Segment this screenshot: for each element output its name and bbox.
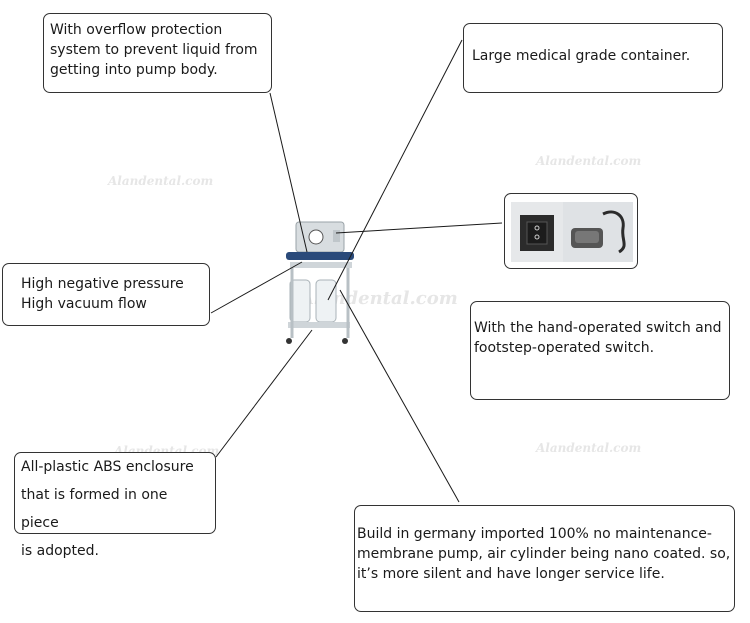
hand-switch-image xyxy=(511,202,563,262)
switch-photos xyxy=(504,193,638,269)
leader-line-pressure xyxy=(210,261,303,314)
leader-lines xyxy=(210,39,503,503)
leader-line-enclosure xyxy=(215,329,313,458)
callout-enclosure: All-plastic ABS enclosure that is formed… xyxy=(14,452,216,559)
callout-overflow-protection: With overflow protection system to preve… xyxy=(43,13,272,93)
leader-line-switch xyxy=(335,222,503,234)
callout-pump: Build in germany imported 100% no mainte… xyxy=(354,505,735,612)
callout-switches: With the hand-operated switch and footst… xyxy=(470,301,730,400)
leader-line-container xyxy=(327,39,463,301)
leader-line-overflow xyxy=(269,92,308,253)
callout-pressure: High negative pressure High vacuum flow xyxy=(2,263,210,326)
suction-unit-illustration xyxy=(286,221,354,344)
foot-switch-image xyxy=(563,202,633,262)
callout-container: Large medical grade container. xyxy=(463,23,723,93)
leader-line-pump xyxy=(339,289,460,503)
